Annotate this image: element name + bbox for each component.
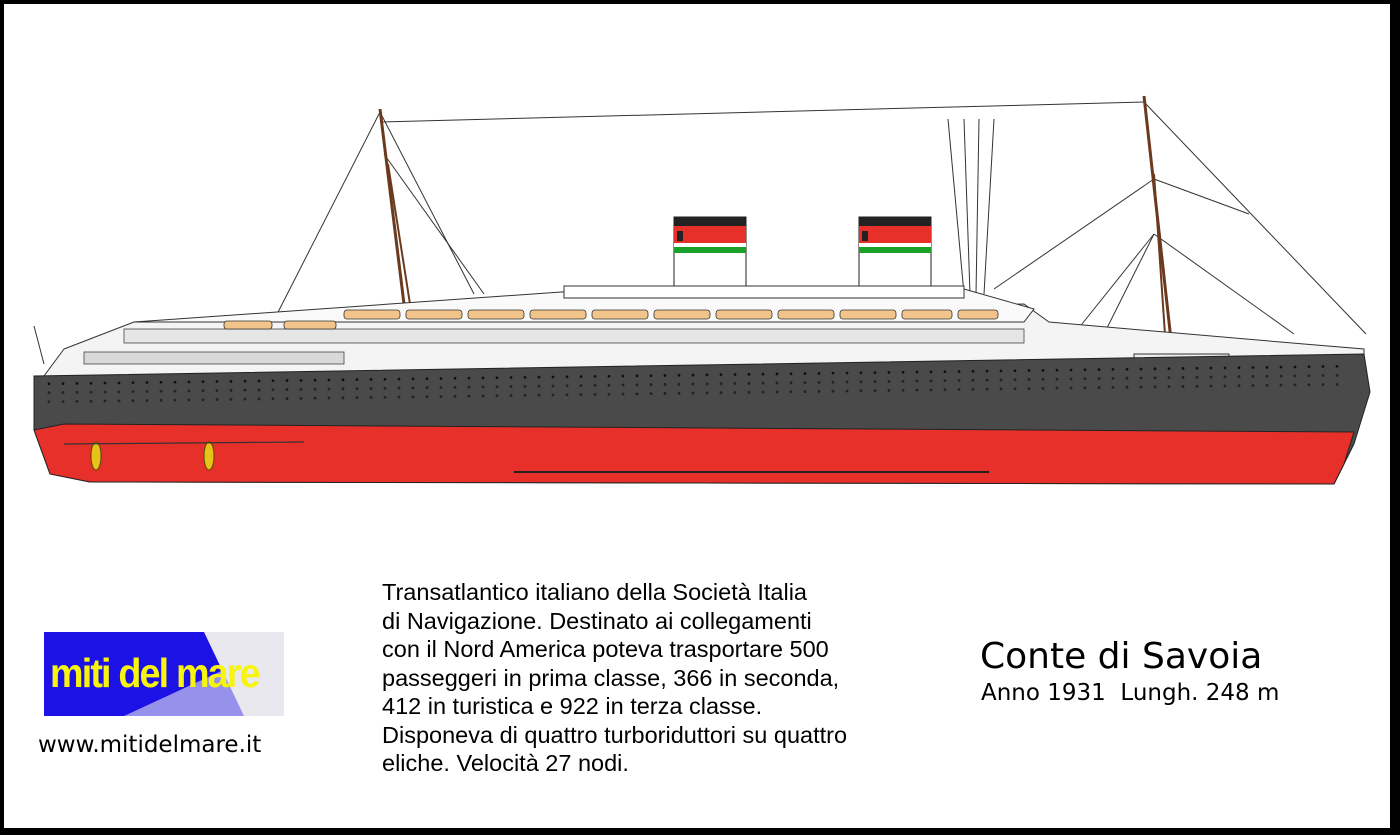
page: miti del mare www.mitidelmare.it Transat… bbox=[4, 4, 1390, 828]
description-line: passeggeri in prima classe, 366 in secon… bbox=[382, 664, 840, 691]
description-line: eliche. Velocità 27 nodi. bbox=[382, 750, 629, 776]
masts bbox=[378, 95, 1174, 350]
ship-title: Conte di Savoia bbox=[980, 636, 1263, 677]
description-line: Disponeva di quattro turboriduttori su q… bbox=[382, 721, 848, 748]
ship-specs: Anno 1931 Lungh. 248 m bbox=[981, 680, 1280, 706]
ship-illustration bbox=[33, 95, 1371, 485]
description-line: con il Nord America poteva trasportare 5… bbox=[382, 636, 829, 662]
logo: miti del mare bbox=[44, 632, 284, 716]
ship-description: Transatlantico italiano della Società It… bbox=[382, 578, 942, 778]
portholes bbox=[47, 364, 1339, 404]
description-line: 412 in turistica e 922 in terza classe. bbox=[382, 693, 763, 719]
logo-sail-shape bbox=[124, 632, 284, 716]
rigging bbox=[33, 101, 1367, 365]
description-line: di Navigazione. Destinato ai collegament… bbox=[382, 607, 812, 634]
lifeboats bbox=[223, 309, 999, 330]
logo-text: miti del mare bbox=[50, 650, 261, 696]
funnels bbox=[673, 216, 932, 290]
website-link[interactable]: www.mitidelmare.it bbox=[38, 732, 262, 758]
propellers bbox=[63, 441, 305, 471]
superstructure bbox=[43, 285, 1365, 377]
description-line: Transatlantico italiano della Società It… bbox=[382, 579, 807, 605]
hull bbox=[33, 353, 1371, 485]
